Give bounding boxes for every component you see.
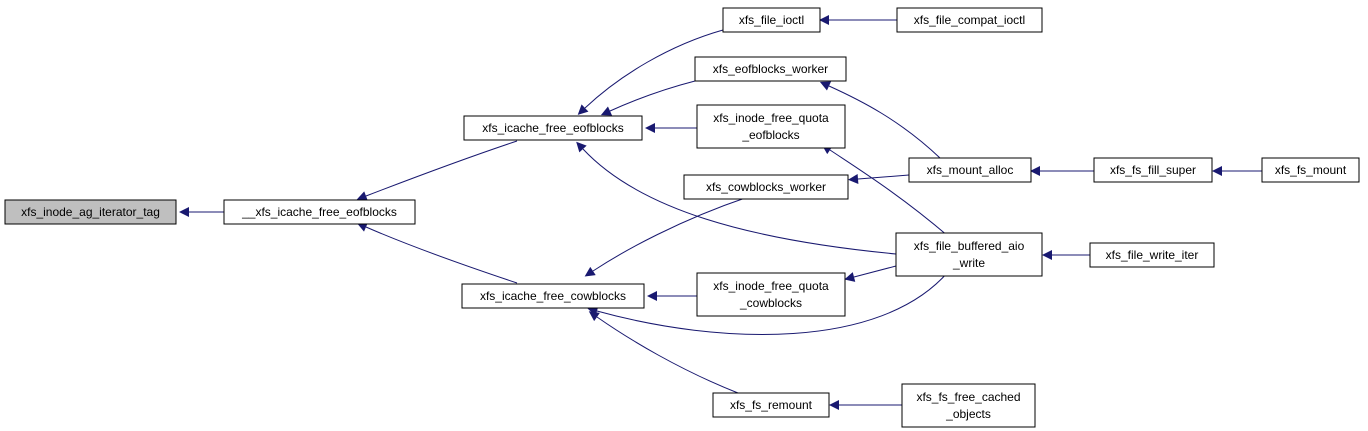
node-label-line-1: xfs_fs_free_cached — [916, 390, 1020, 404]
node-label: xfs_file_compat_ioctl — [914, 13, 1025, 27]
node-label: xfs_icache_free_eofblocks — [482, 121, 623, 135]
node-xfs-icache-free-eofblocks[interactable]: xfs_icache_free_eofblocks — [463, 115, 643, 141]
node-label-line-2: _objects — [945, 407, 991, 421]
node-label: xfs_icache_free_cowblocks — [480, 289, 626, 303]
edge-remount-to-icfc — [588, 311, 739, 394]
node-label: xfs_file_write_iter — [1106, 248, 1199, 262]
edge-mount_alloc-to-eofw — [819, 81, 941, 159]
edge-icfe-to-xicfe — [356, 140, 518, 201]
node-xfs-icache-free-cowblocks[interactable]: xfs_icache_free_cowblocks — [461, 283, 645, 309]
node-xfs-file-write-iter[interactable]: xfs_file_write_iter — [1089, 242, 1215, 268]
node-label: __xfs_icache_free_eofblocks — [241, 205, 397, 219]
edge-ioctl-to-icfe — [577, 29, 724, 115]
node-label: xfs_eofblocks_worker — [713, 62, 828, 76]
node-label: xfs_inode_ag_iterator_tag — [21, 205, 160, 219]
node-xfs-inode-free-quota-cowblocks[interactable]: xfs_inode_free_quota _cowblocks — [696, 272, 846, 317]
edge-mount_alloc-to-coww — [848, 174, 910, 184]
node-label: xfs_mount_alloc — [927, 163, 1014, 177]
edge-eofw-to-icfe — [600, 80, 696, 116]
edge-fbaw-to-ifqe — [821, 144, 949, 237]
node-label-line-2: _eofblocks — [741, 128, 799, 142]
node-label-line-2: _write — [952, 256, 985, 270]
edges — [179, 15, 1262, 410]
node-label: xfs_file_ioctl — [739, 13, 804, 27]
node-xfs-file-ioctl[interactable]: xfs_file_ioctl — [722, 7, 821, 33]
node-xfs-fs-remount[interactable]: xfs_fs_remount — [712, 392, 830, 418]
edge-coww-to-icfc — [584, 196, 749, 277]
node-xfs-file-buffered-aio-write[interactable]: xfs_file_buffered_aio _write — [895, 232, 1043, 277]
node-xfs-fs-free-cached-objects[interactable]: xfs_fs_free_cached _objects — [901, 383, 1036, 428]
node-xfs-mount-alloc[interactable]: xfs_mount_alloc — [908, 157, 1032, 183]
edge-icfc-to-xicfe — [356, 222, 518, 284]
nodes: xfs_inode_ag_iterator_tag __xfs_icache_f… — [4, 7, 1360, 428]
node-label: xfs_fs_mount — [1275, 163, 1347, 177]
edge-fbaw-to-icfe — [576, 141, 897, 255]
node-xfs-file-compat-ioctl[interactable]: xfs_file_compat_ioctl — [896, 7, 1043, 33]
node-label-line-2: _cowblocks — [739, 296, 802, 310]
node-xfs-fs-fill-super[interactable]: xfs_fs_fill_super — [1093, 157, 1213, 183]
node-underscore-xfs-icache-free-eofblocks[interactable]: __xfs_icache_free_eofblocks — [223, 199, 416, 225]
node-label: xfs_cowblocks_worker — [706, 180, 826, 194]
edge-fbaw-to-ifqc — [844, 265, 897, 282]
node-xfs-inode-ag-iterator-tag[interactable]: xfs_inode_ag_iterator_tag — [4, 199, 177, 225]
node-label-line-1: xfs_file_buffered_aio — [914, 239, 1025, 253]
node-label: xfs_fs_remount — [730, 398, 813, 412]
node-xfs-eofblocks-worker[interactable]: xfs_eofblocks_worker — [694, 56, 847, 82]
node-xfs-fs-mount[interactable]: xfs_fs_mount — [1261, 157, 1360, 183]
node-label-line-1: xfs_inode_free_quota — [713, 111, 829, 125]
node-label: xfs_fs_fill_super — [1110, 163, 1196, 177]
node-xfs-inode-free-quota-eofblocks[interactable]: xfs_inode_free_quota _eofblocks — [696, 104, 846, 149]
node-xfs-cowblocks-worker[interactable]: xfs_cowblocks_worker — [683, 174, 849, 200]
node-label-line-1: xfs_inode_free_quota — [713, 279, 829, 293]
edge-fbaw-to-icfc — [587, 271, 949, 335]
